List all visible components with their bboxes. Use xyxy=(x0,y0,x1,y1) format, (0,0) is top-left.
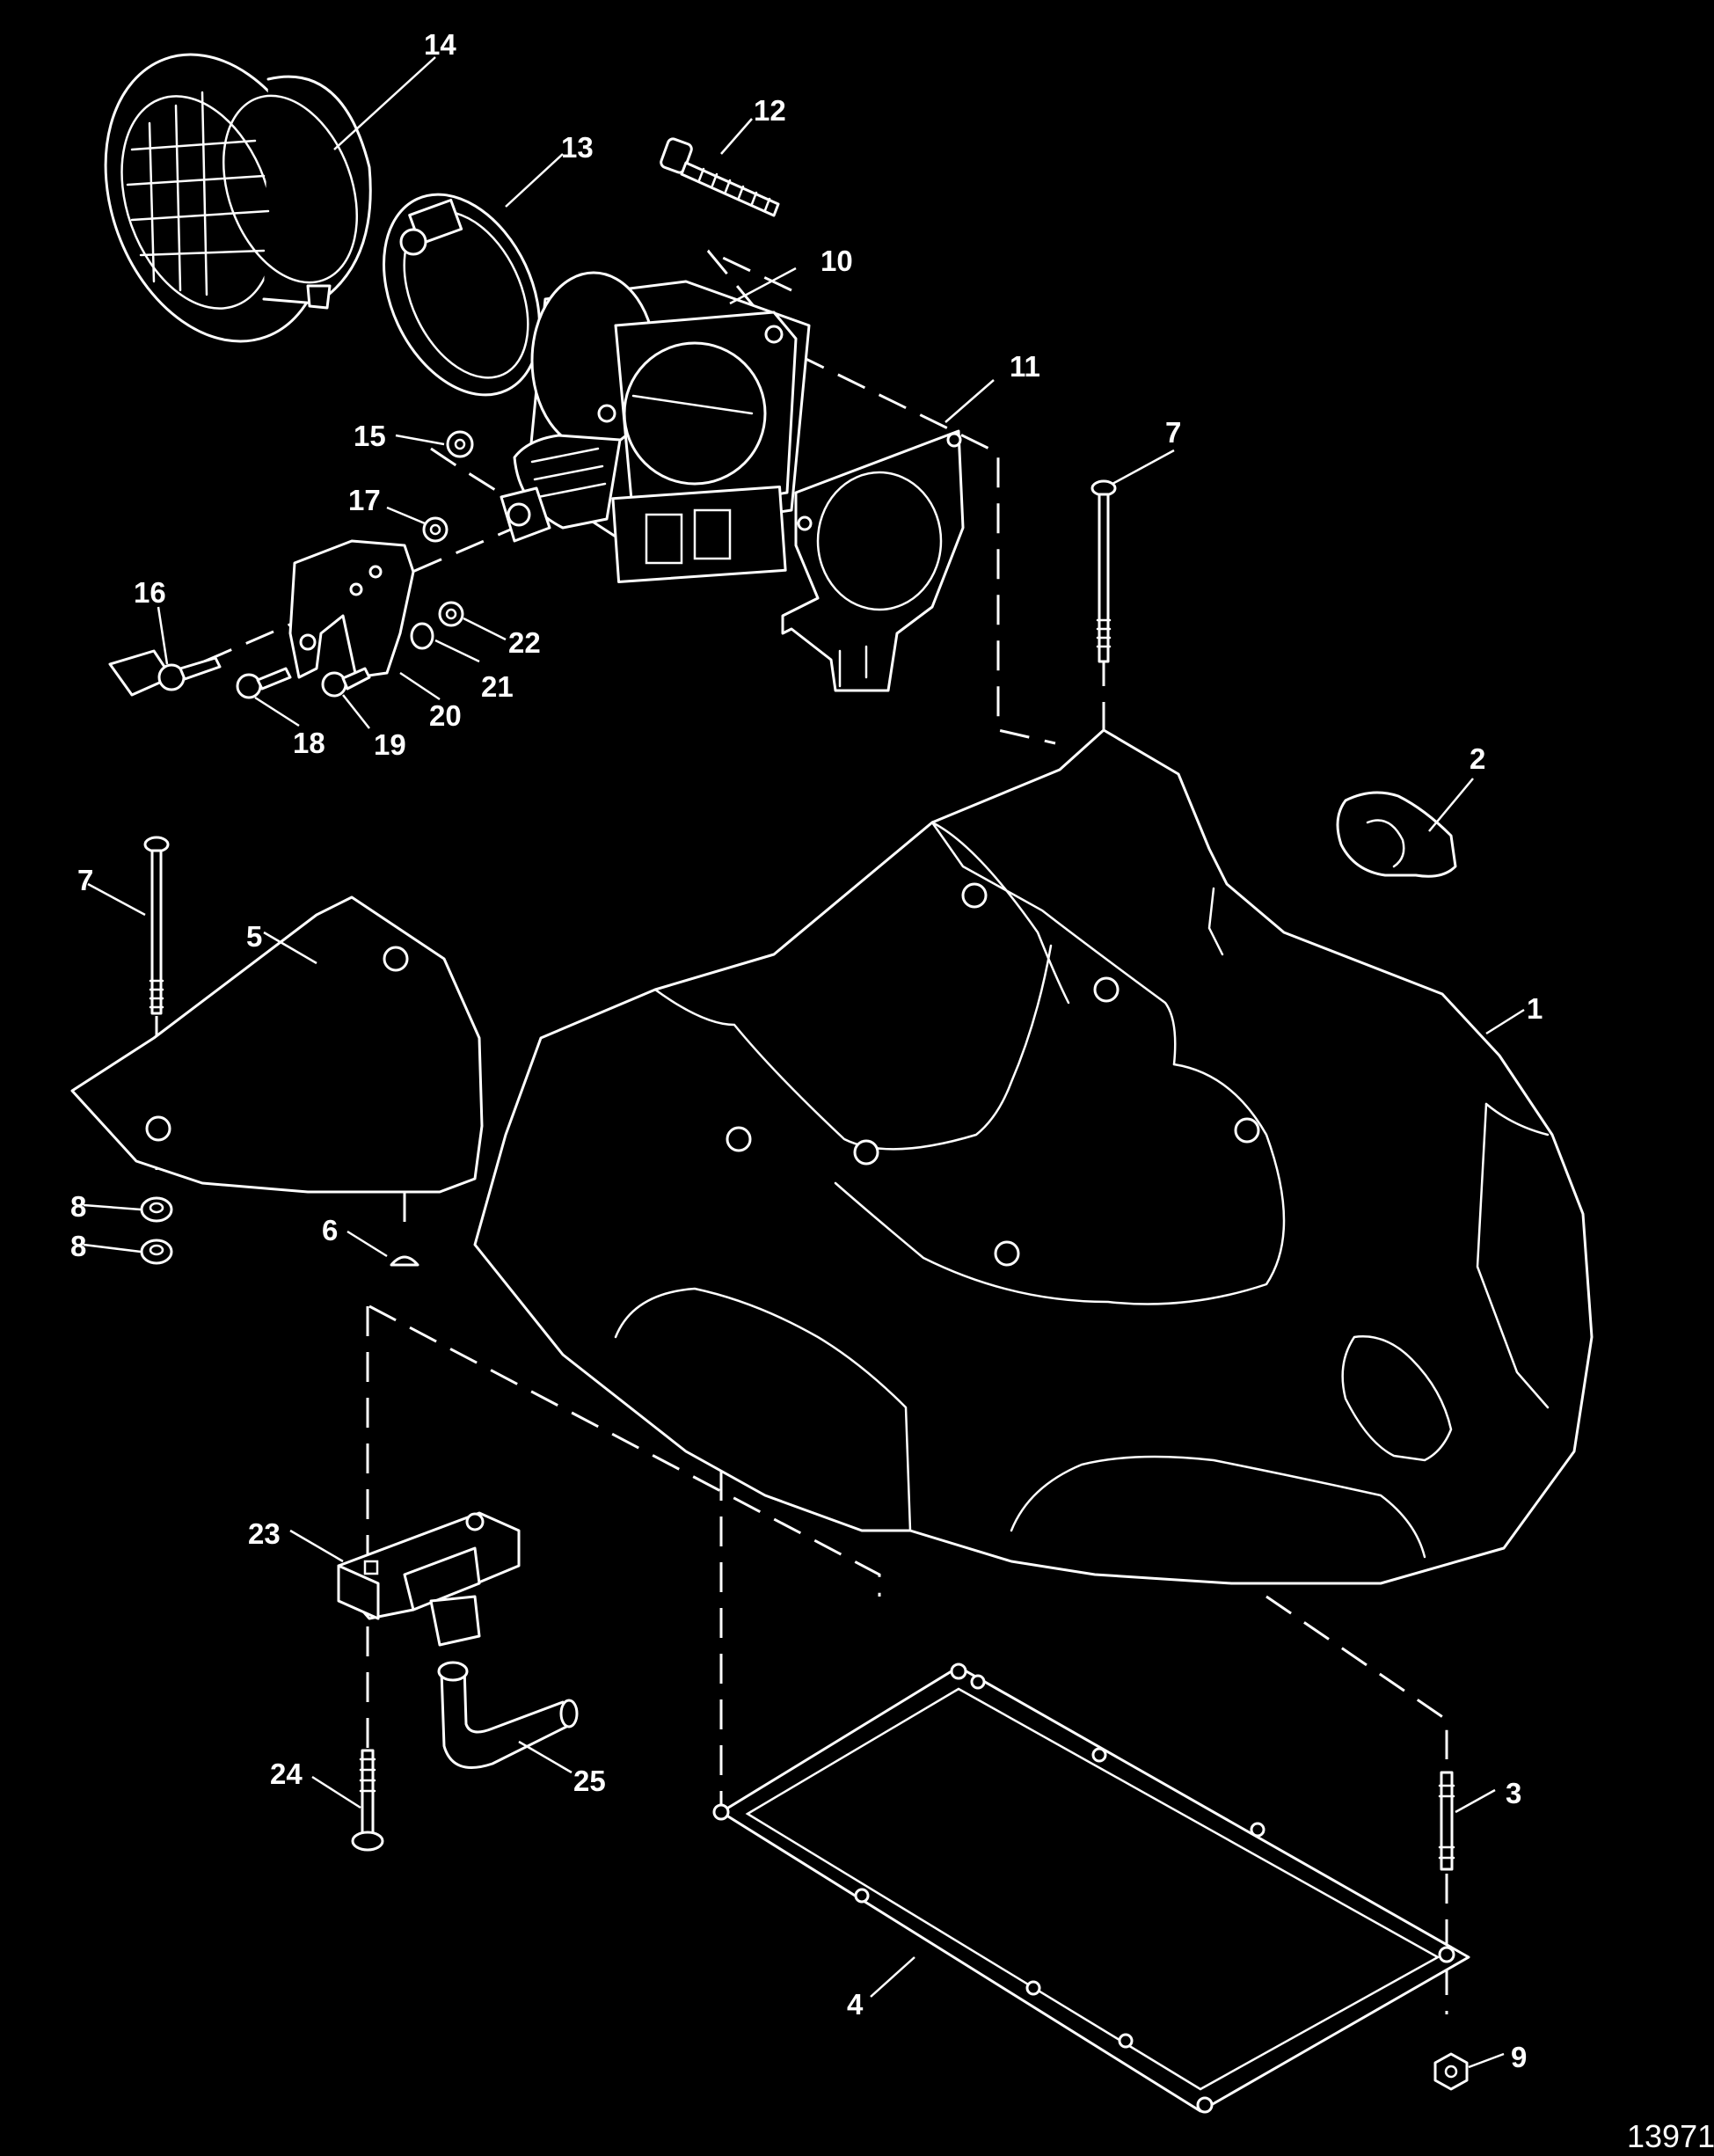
nut-17 xyxy=(422,516,449,543)
long-bolt-right xyxy=(1090,479,1117,663)
bracket-20 xyxy=(288,539,415,679)
callout-11: 11 xyxy=(1010,350,1040,383)
callout-21: 21 xyxy=(481,670,514,703)
callout-23: 23 xyxy=(248,1517,281,1550)
grommet-8-lower xyxy=(140,1239,173,1265)
callout-20: 20 xyxy=(429,699,462,732)
screw-24 xyxy=(351,1749,384,1852)
callout-7-left: 7 xyxy=(77,864,93,896)
callout-4: 4 xyxy=(847,1988,864,2021)
callout-9: 9 xyxy=(1511,2041,1527,2073)
callout-2: 2 xyxy=(1470,742,1485,775)
callout-8-lower: 8 xyxy=(70,1230,86,1262)
throttle-gasket xyxy=(781,429,965,692)
callout-19: 19 xyxy=(374,728,406,761)
air-filter xyxy=(104,53,372,343)
stud-3 xyxy=(1438,1771,1455,1871)
callout-15: 15 xyxy=(354,420,386,452)
callout-24: 24 xyxy=(270,1758,303,1790)
screw-18 xyxy=(236,667,292,699)
callout-5: 5 xyxy=(246,920,262,953)
map-sensor xyxy=(337,1511,521,1647)
callout-3: 3 xyxy=(1506,1777,1521,1809)
nut-15 xyxy=(446,430,474,458)
leader-lines xyxy=(83,56,1525,2069)
flame-emblem xyxy=(1336,791,1457,878)
bolt-12 xyxy=(660,137,780,217)
heat-shield xyxy=(70,895,484,1194)
washer-21 xyxy=(410,622,434,650)
callout-7-right: 7 xyxy=(1165,416,1181,449)
vacuum-hose xyxy=(437,1661,579,1769)
callout-16: 16 xyxy=(134,576,166,609)
base-gasket xyxy=(712,1663,1470,2114)
long-bolt-left xyxy=(143,836,170,1015)
callout-22: 22 xyxy=(508,626,541,659)
callout-14: 14 xyxy=(424,28,456,61)
callout-8-upper: 8 xyxy=(70,1190,86,1223)
nut-9 xyxy=(1433,2052,1469,2091)
throttle-body xyxy=(500,271,811,584)
callout-10: 10 xyxy=(821,245,853,277)
grommet-8-upper xyxy=(140,1196,173,1223)
callout-17: 17 xyxy=(348,484,381,516)
callout-25: 25 xyxy=(573,1765,606,1797)
figure-number: 13971 xyxy=(1627,2118,1714,2154)
callout-6: 6 xyxy=(322,1214,338,1246)
callout-13: 13 xyxy=(561,131,594,164)
callout-labels: 14 13 12 10 11 7 15 17 16 22 21 20 19 18… xyxy=(70,28,1543,2073)
callout-12: 12 xyxy=(754,94,786,127)
engine-cover xyxy=(473,728,1594,1585)
hose-clamp xyxy=(383,193,541,397)
callout-1: 1 xyxy=(1527,992,1543,1025)
nut-22 xyxy=(438,601,464,627)
screw-19 xyxy=(321,667,371,698)
callout-18: 18 xyxy=(293,727,325,759)
plug-6 xyxy=(390,1255,419,1267)
ball-stud-16 xyxy=(108,649,222,697)
